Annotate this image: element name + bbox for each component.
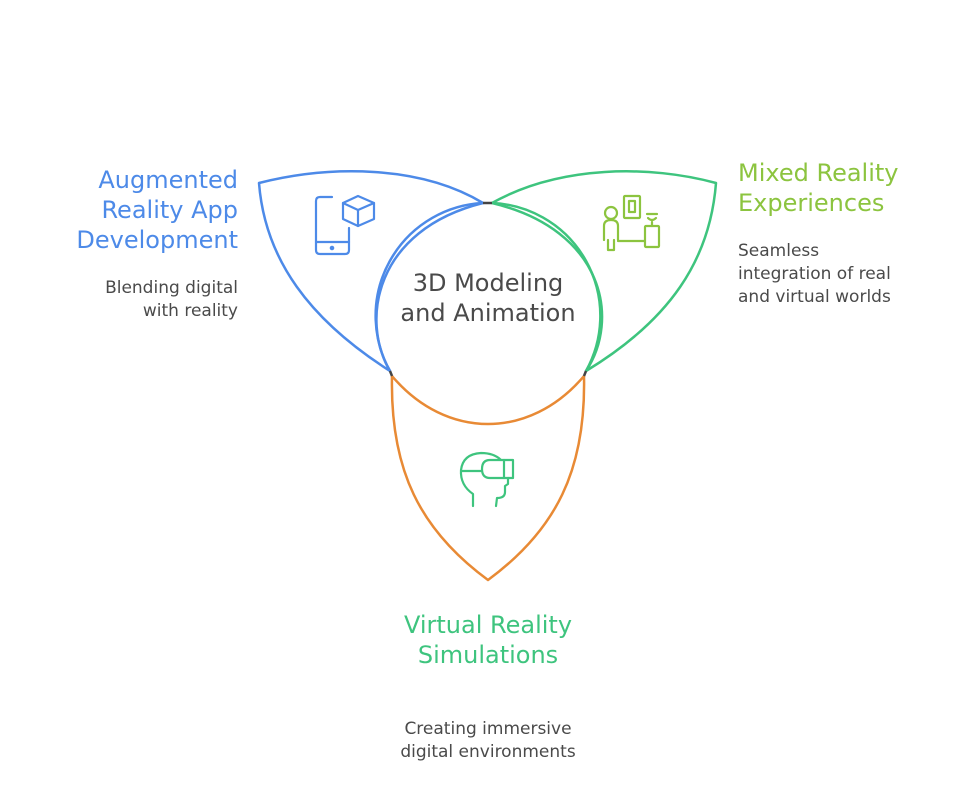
center-circle-blue-arc (374, 201, 484, 372)
petal-virtual-title: Virtual Reality Simulations (403, 611, 573, 669)
petal-virtual[interactable] (390, 374, 586, 582)
phone-cube-icon (314, 194, 376, 256)
vr-headset-icon (459, 451, 515, 508)
petal-augmented-title: Augmented Reality App Development (76, 166, 238, 254)
center-title: 3D Modeling and Animation (400, 269, 576, 327)
junction-right (582, 370, 588, 377)
petal-virtual-description: Creating immersive digital environments (400, 719, 576, 762)
petal-mixed-title: Mixed Reality Experiences (738, 159, 899, 217)
petal-augmented-description: Blending digital with reality (105, 278, 238, 321)
junction-left (388, 370, 394, 377)
petal-mixed-description: Seamless integration of real and virtual… (738, 241, 891, 307)
center-circle-green-arc (491, 201, 602, 372)
petal-augmented[interactable] (257, 170, 485, 373)
person-presentation-icon (602, 194, 661, 252)
